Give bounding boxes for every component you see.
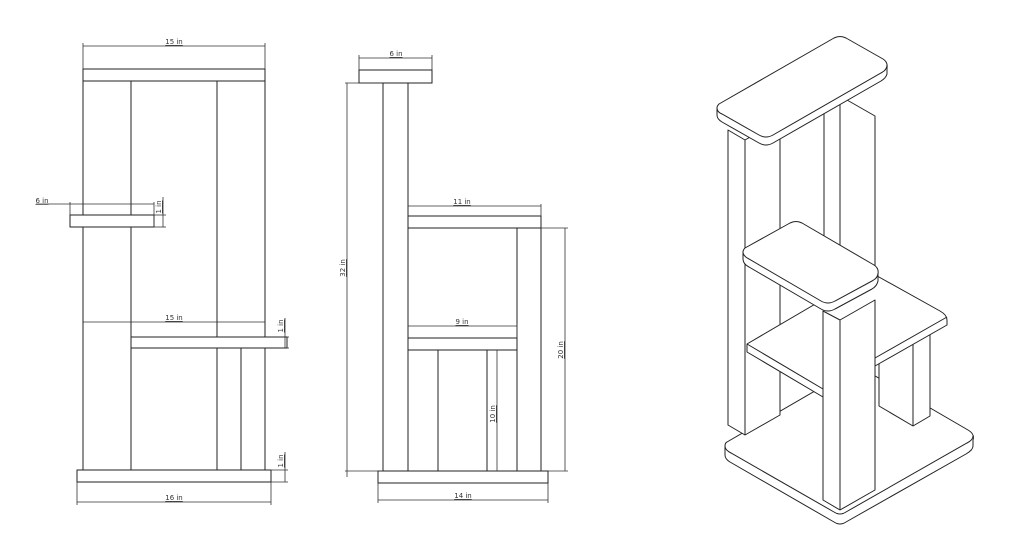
dimension-lower-shelf-width: 9 in [408,318,518,338]
top-board [82,68,266,82]
dimension-upper-shelf-width: 11 in [408,198,542,216]
middle-shelf [130,336,288,349]
dimension-total-height: 32 in [339,82,383,477]
dimension-middle-thickness: 1 in [277,318,289,349]
dim-label: 32 in [339,259,347,277]
dim-label: 10 in [489,405,497,423]
base-board [377,470,549,484]
base-board [76,469,272,483]
middle-board [742,221,879,312]
dim-label: 16 in [165,494,183,502]
back-post [382,82,409,472]
front-view: 15 in 6 in 1 in 15 in 1 in 1 in 16 in [35,38,289,505]
dim-label: 6 in [35,197,48,205]
side-view: 6 in 32 in 11 in 9 in 20 in 10 in 14 in [339,50,568,503]
dimension-small-shelf-width: 6 in [35,197,155,227]
dim-label: 20 in [557,341,565,359]
dim-label: 1 in [277,454,285,467]
dim-label: 14 in [454,492,472,500]
front-post [516,227,542,472]
dim-label: 6 in [389,50,402,58]
dimension-base-thickness: 1 in [271,452,288,483]
dimension-small-shelf-thickness: 1 in [154,197,166,228]
dim-label: 15 in [165,38,183,46]
base-edge [724,435,974,515]
dimension-top-width: 15 in [82,38,266,69]
dim-label: 15 in [165,314,183,322]
dim-label: 9 in [455,318,468,326]
dimension-middle-width: 15 in [83,314,265,323]
isometric-view [716,36,974,525]
lower-shelf [407,337,518,351]
upper-shelf [407,215,542,229]
front-post [822,299,876,511]
dim-label: 1 in [155,200,163,213]
dimension-leg-height: 10 in [489,350,498,471]
dimension-base-width: 16 in [76,482,272,505]
top-board [358,69,433,84]
top-board [716,36,888,146]
dimension-shelf-height: 20 in [541,227,568,472]
dimension-base-width: 14 in [377,483,549,503]
small-shelf [69,214,155,228]
dimension-top-width: 6 in [358,50,433,70]
dim-label: 11 in [453,198,471,206]
dim-label: 1 in [277,319,285,332]
